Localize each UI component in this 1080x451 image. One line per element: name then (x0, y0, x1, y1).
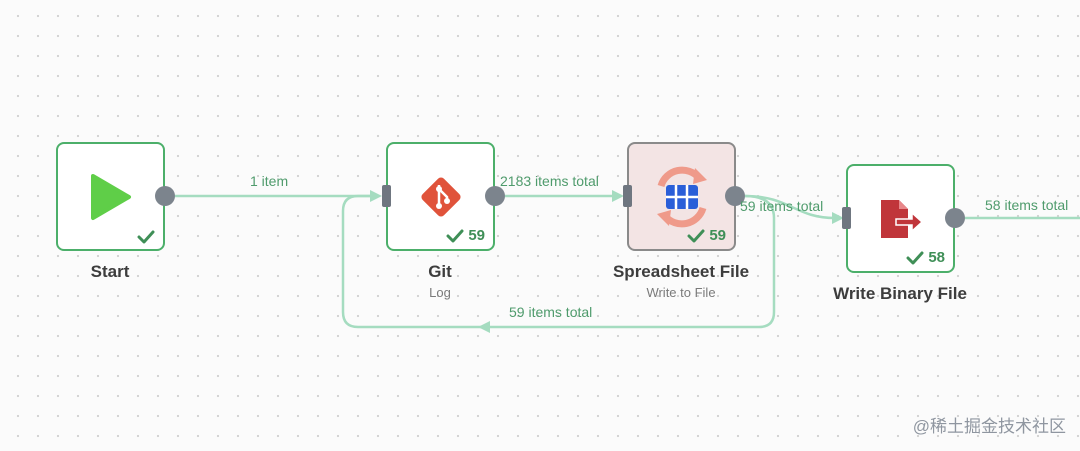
connection-arrowhead (612, 190, 624, 202)
node-start[interactable] (56, 142, 165, 251)
edge-label-start-git: 1 item (250, 173, 289, 189)
node-title: Spreadsheet File (612, 262, 750, 281)
node-status (137, 230, 155, 244)
output-handle[interactable] (945, 208, 965, 228)
spreadsheet-icon (656, 166, 707, 227)
node-write-binary-file[interactable]: 58 (846, 164, 955, 273)
input-handle[interactable] (382, 185, 391, 207)
node-spreadsheet-file[interactable]: 59 (627, 142, 736, 251)
connection-arrowhead (832, 212, 844, 224)
check-icon (687, 229, 705, 242)
connection-loop-back[interactable] (341, 194, 776, 329)
node-git[interactable]: 59 (386, 142, 495, 251)
node-status: 59 (446, 227, 485, 244)
check-icon (906, 251, 924, 264)
output-handle[interactable] (485, 186, 505, 206)
output-handle[interactable] (155, 186, 175, 206)
output-handle[interactable] (725, 186, 745, 206)
check-icon (446, 229, 464, 242)
edge-label-git-spreadsheet: 2183 items total (500, 173, 599, 189)
check-icon (137, 230, 155, 244)
node-subtitle: Write to File (646, 285, 716, 300)
input-handle[interactable] (842, 207, 851, 229)
connection-arrowhead (478, 321, 490, 333)
node-subtitle: Log (429, 285, 451, 300)
node-title: Git (428, 262, 452, 281)
play-icon (90, 173, 131, 220)
node-item-count: 59 (709, 227, 726, 244)
watermark: @稀土掘金技术社区 (912, 417, 1066, 436)
node-item-count: 58 (928, 249, 945, 266)
input-handle[interactable] (623, 185, 632, 207)
node-status: 58 (906, 249, 945, 266)
node-title: Write Binary File (833, 284, 967, 303)
connection-arrowhead (370, 190, 382, 202)
node-status: 59 (687, 227, 726, 244)
edge-label-loop-back: 59 items total (509, 304, 593, 320)
edge-label-writebinary-out: 58 items total (985, 197, 1069, 213)
node-item-count: 59 (468, 227, 485, 244)
node-title: Start (90, 262, 130, 281)
file-export-icon (880, 199, 923, 238)
git-icon (420, 176, 461, 217)
edge-label-spreadsheet-writebinary: 59 items total (740, 198, 824, 214)
